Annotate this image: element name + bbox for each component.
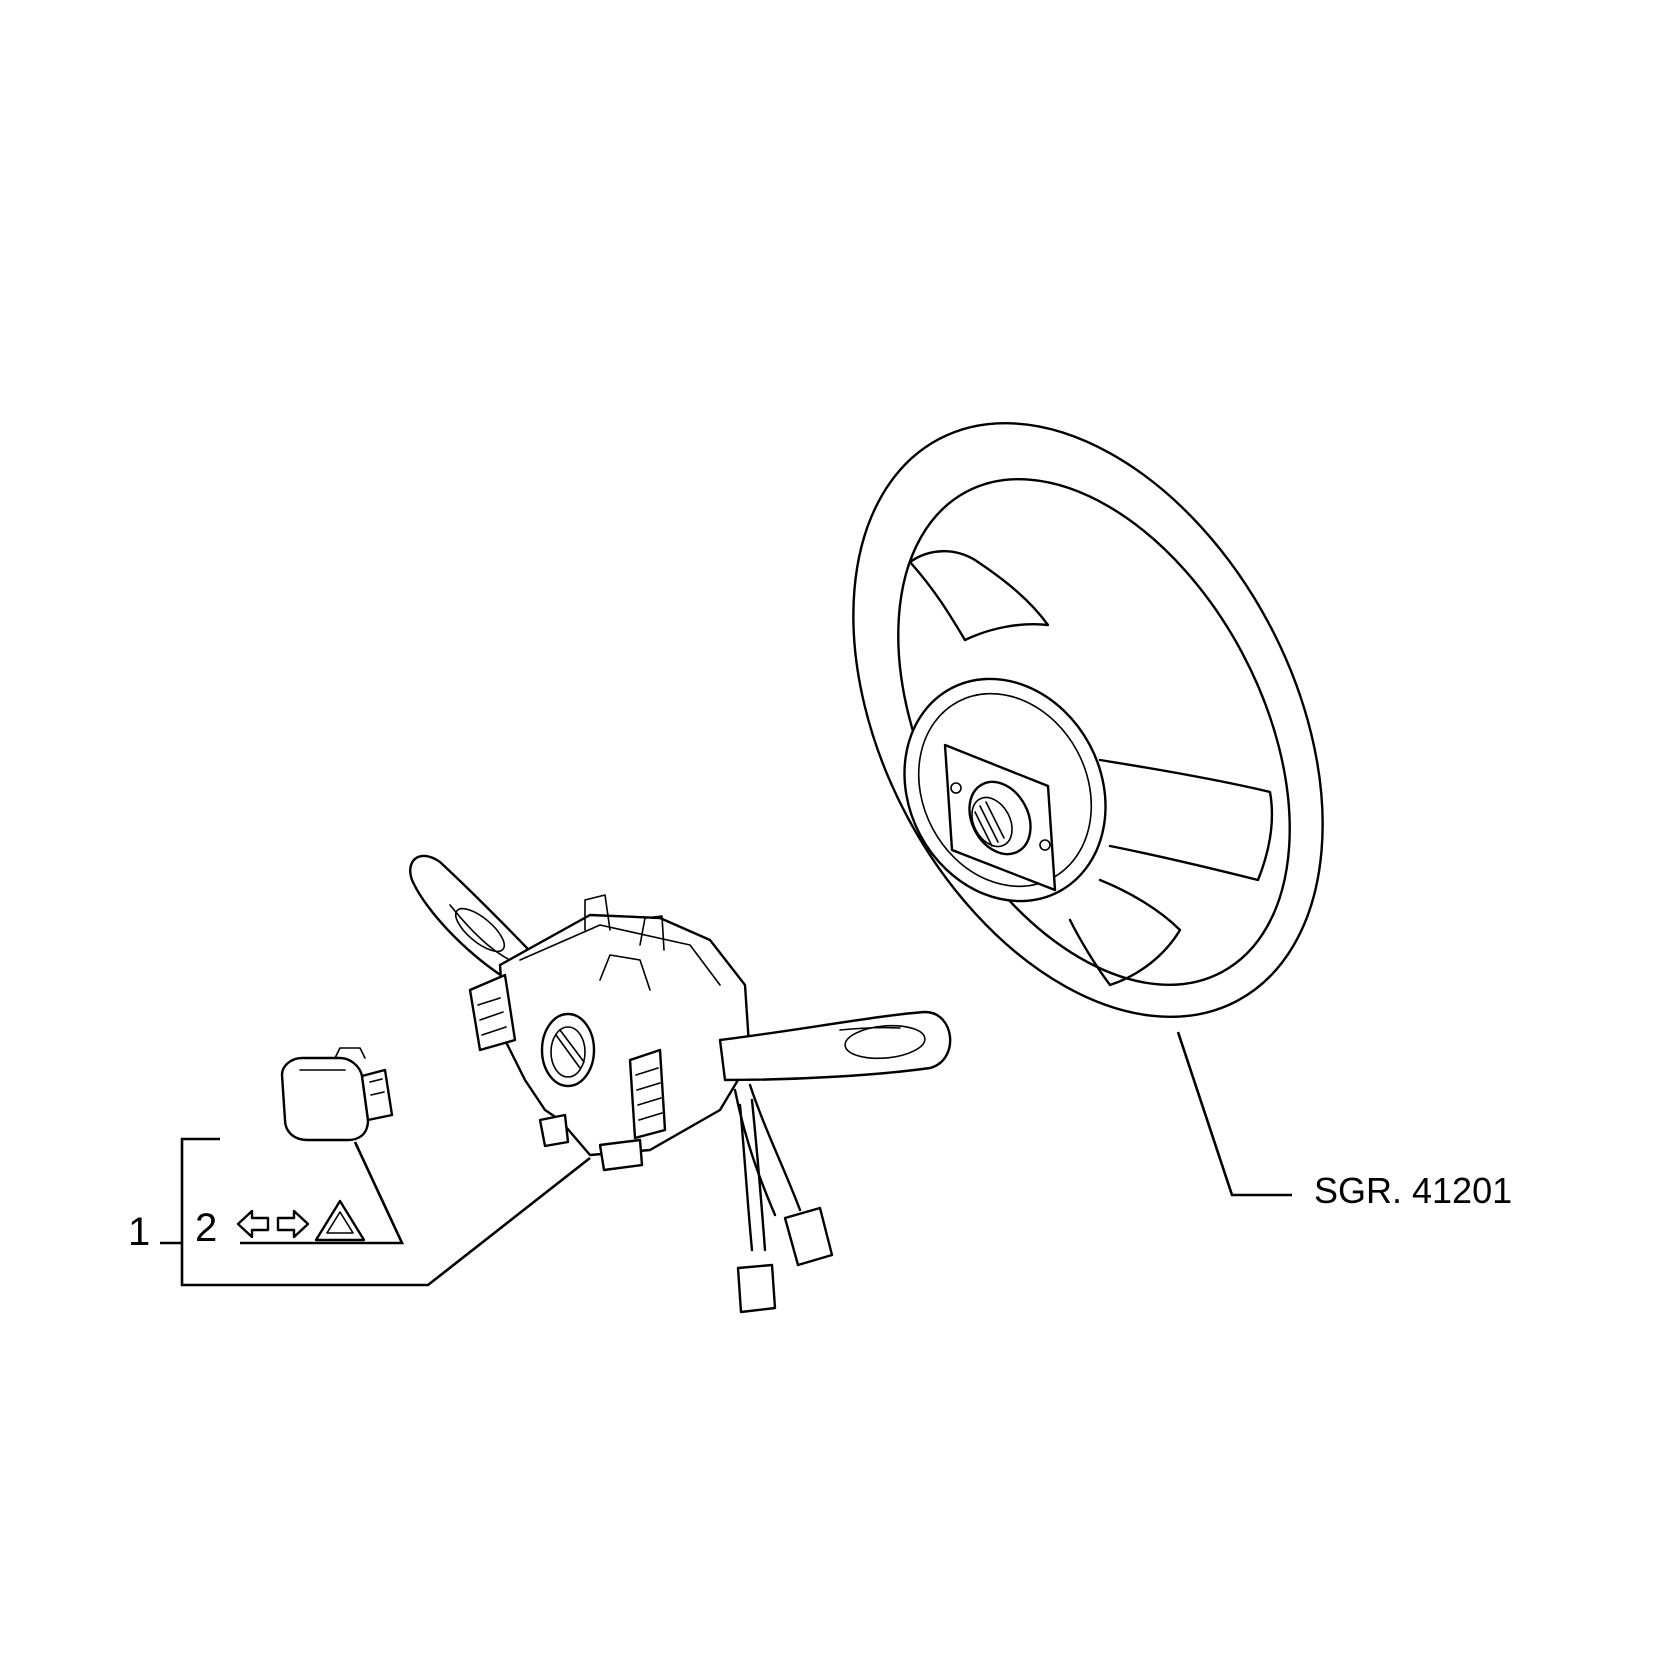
callout-item-2: 2	[195, 1206, 218, 1250]
callout-reference-sgr: SGR. 41201	[1314, 1170, 1513, 1211]
steering-wheel	[852, 421, 1324, 1019]
arrow-left-outline-icon	[236, 1209, 270, 1239]
hazard-triangle-icon	[314, 1199, 366, 1242]
leader-lines	[160, 1031, 1292, 1287]
callout-item-1: 1	[128, 1210, 151, 1254]
arrow-right-outline-icon	[276, 1209, 310, 1239]
column-combination-switch	[409, 854, 952, 1314]
flasher-relay	[280, 1047, 394, 1142]
